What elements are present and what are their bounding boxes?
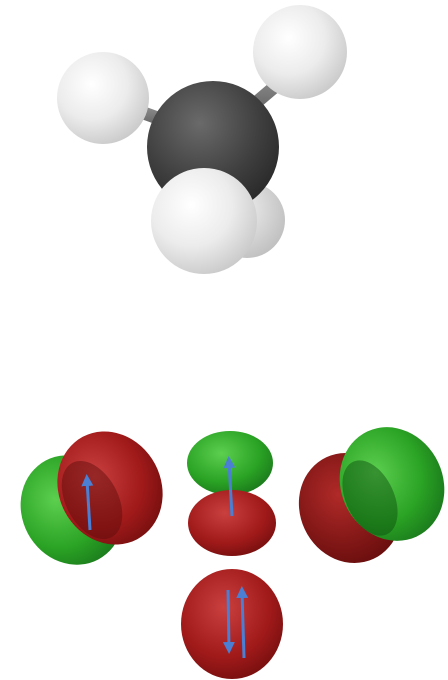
s-orbital (181, 569, 283, 679)
hydrogen-atom-upper-right (253, 5, 347, 99)
s-electron-spin-up-arrow (242, 592, 244, 658)
s-orbital-red-sphere (181, 569, 283, 679)
hydrogen-atom-upper-left (57, 52, 149, 144)
hydrogen-atom-front (151, 168, 257, 274)
s-electron-spin-down-arrow (228, 590, 229, 648)
right-p-orbital (281, 410, 448, 580)
left-p-orbital (2, 413, 183, 583)
orbital-diagram (2, 410, 448, 679)
methane-molecule-model (57, 5, 347, 274)
center-p-orbital (187, 431, 276, 556)
